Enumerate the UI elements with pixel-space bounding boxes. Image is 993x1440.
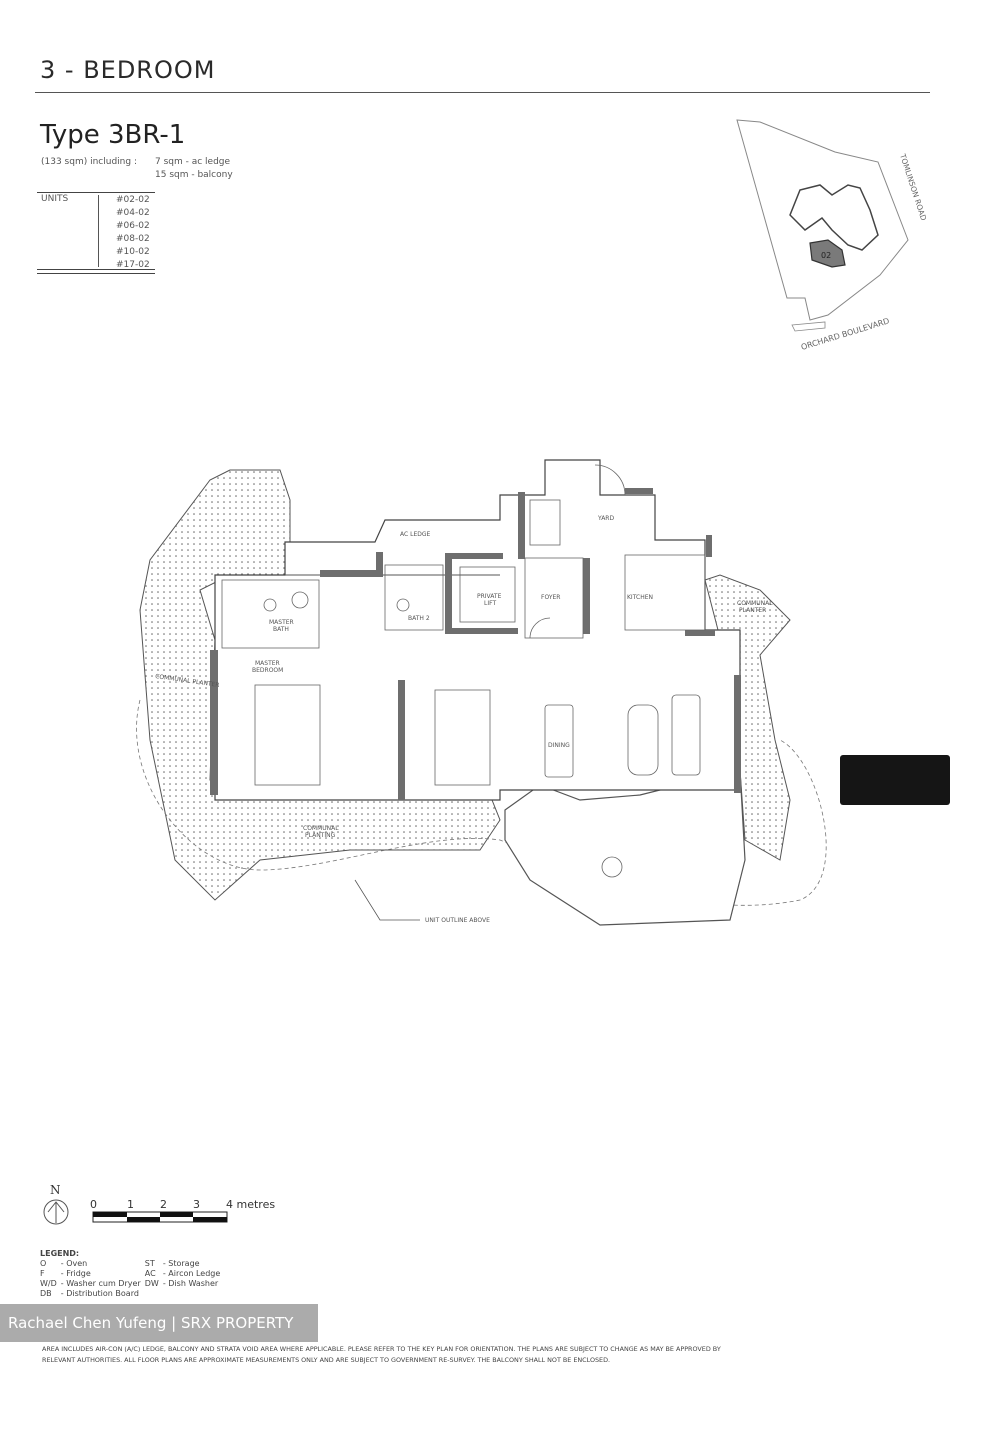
sofa bbox=[627, 704, 659, 776]
units-table-bottom-rule bbox=[37, 269, 155, 274]
master-wc bbox=[263, 598, 277, 612]
units-label: UNITS bbox=[41, 194, 69, 204]
unit-number: #08-02 bbox=[116, 234, 150, 244]
wall bbox=[685, 630, 715, 636]
inclusion-balcony: 15 sqm - balcony bbox=[155, 170, 233, 180]
scale-tick: 0 bbox=[90, 1198, 97, 1211]
badge-logo bbox=[840, 755, 950, 805]
label-dining: DINING bbox=[548, 742, 570, 749]
bed-2 bbox=[434, 689, 491, 786]
unit-number: #10-02 bbox=[116, 247, 150, 257]
unit-number: #17-02 bbox=[116, 260, 150, 270]
wall bbox=[706, 535, 712, 557]
wall bbox=[445, 553, 503, 559]
balcony bbox=[504, 769, 746, 926]
north-arrow-icon bbox=[43, 1199, 69, 1225]
master-bath-room bbox=[221, 579, 320, 649]
title-divider bbox=[35, 92, 930, 93]
label-private-lift-2: LIFT bbox=[484, 600, 496, 607]
label-master-bath: MASTER bbox=[269, 619, 294, 626]
floor-plan: AC LEDGE YARD PRIVATE LIFT FOYER KITCHEN… bbox=[136, 459, 827, 926]
unit-highlight-label: 02 bbox=[821, 251, 831, 260]
disclaimer-line: AREA INCLUDES AIR-CON (A/C) LEDGE, BALCO… bbox=[42, 1345, 721, 1353]
private-lift-shaft bbox=[459, 566, 516, 623]
scale-tick: 4 metres bbox=[226, 1198, 275, 1211]
wall bbox=[625, 488, 653, 494]
label-communal-planter-right-2: PLANTER bbox=[739, 607, 766, 614]
yard-services bbox=[529, 499, 561, 546]
area-line: (133 sqm) including : bbox=[41, 157, 137, 167]
label-unit-outline: UNIT OUTLINE ABOVE bbox=[425, 917, 490, 924]
page-title: 3 - BEDROOM bbox=[40, 56, 216, 84]
master-basin bbox=[291, 591, 309, 609]
label-foyer: FOYER bbox=[541, 594, 560, 601]
watermark: Rachael Chen Yufeng | SRX PROPERTY bbox=[0, 1304, 318, 1342]
disclaimer: AREA INCLUDES AIR-CON (A/C) LEDGE, BALCO… bbox=[42, 1344, 922, 1366]
kitchen-room bbox=[624, 554, 706, 631]
building-outline bbox=[789, 184, 879, 251]
unit-type-title: Type 3BR-1 bbox=[40, 120, 186, 150]
wall bbox=[398, 680, 405, 800]
label-master-bath-2: BATH bbox=[273, 626, 289, 633]
inclusion-ac-ledge: 7 sqm - ac ledge bbox=[155, 157, 231, 167]
legend-row: DB- Distribution Board bbox=[40, 1289, 139, 1298]
wall bbox=[320, 570, 380, 577]
disclaimer-line: RELEVANT AUTHORITIES. ALL FLOOR PLANS AR… bbox=[42, 1356, 611, 1364]
north-label: N bbox=[50, 1183, 61, 1197]
wall bbox=[734, 675, 741, 793]
door-swing bbox=[594, 464, 626, 496]
wall bbox=[376, 552, 383, 577]
bath2-room bbox=[384, 564, 444, 631]
wall bbox=[518, 492, 525, 559]
label-communal-planter-right: COMMUNAL bbox=[737, 600, 773, 607]
unit-number: #02-02 bbox=[116, 195, 150, 205]
unit-number: #04-02 bbox=[116, 208, 150, 218]
label-communal-planting: COMMUNAL bbox=[303, 825, 339, 832]
wall bbox=[583, 558, 590, 634]
dining-table bbox=[544, 704, 574, 778]
balcony-table bbox=[601, 856, 623, 878]
bath2-wc bbox=[396, 598, 410, 612]
wall bbox=[445, 553, 452, 633]
units-table-top-rule bbox=[37, 192, 155, 193]
scale-tick: 3 bbox=[193, 1198, 200, 1211]
wall bbox=[210, 650, 218, 795]
label-kitchen: KITCHEN bbox=[627, 594, 653, 601]
key-plan: 02 TOMLINSON ROAD ORCHARD BOULEVARD bbox=[736, 119, 928, 352]
unit-highlight bbox=[809, 239, 846, 268]
foyer-room bbox=[524, 557, 584, 639]
label-bath2: BATH 2 bbox=[408, 615, 430, 622]
road-label-orchard: ORCHARD BOULEVARD bbox=[800, 316, 891, 351]
master-bed bbox=[254, 684, 321, 786]
leader-line bbox=[354, 879, 420, 921]
unit-number: #06-02 bbox=[116, 221, 150, 231]
label-master-bedroom-2: BEDROOM bbox=[252, 667, 283, 674]
label-communal-planting-2: PLANTING bbox=[305, 832, 336, 839]
scale-bar: N 0 1 2 3 4 metres bbox=[43, 1183, 275, 1225]
scale-tick: 1 bbox=[127, 1198, 134, 1211]
site-boundary bbox=[736, 119, 909, 321]
sofa-2 bbox=[671, 694, 701, 776]
units-divider bbox=[98, 195, 99, 267]
scale-tick: 2 bbox=[160, 1198, 167, 1211]
road-label-tomlinson: TOMLINSON ROAD bbox=[898, 152, 928, 222]
label-master-bedroom: MASTER bbox=[255, 660, 280, 667]
label-yard: YARD bbox=[597, 515, 614, 522]
wall bbox=[445, 628, 518, 634]
door-swing bbox=[529, 617, 551, 639]
legend-title: LEGEND: bbox=[40, 1249, 80, 1258]
unit-outline-above bbox=[136, 699, 827, 906]
label-ac-ledge: AC LEDGE bbox=[400, 531, 430, 538]
site-entrance bbox=[791, 321, 826, 332]
units-list: #02-02 #04-02 #06-02 #08-02 #10-02 #17-0… bbox=[116, 194, 150, 272]
label-private-lift: PRIVATE bbox=[477, 593, 502, 600]
